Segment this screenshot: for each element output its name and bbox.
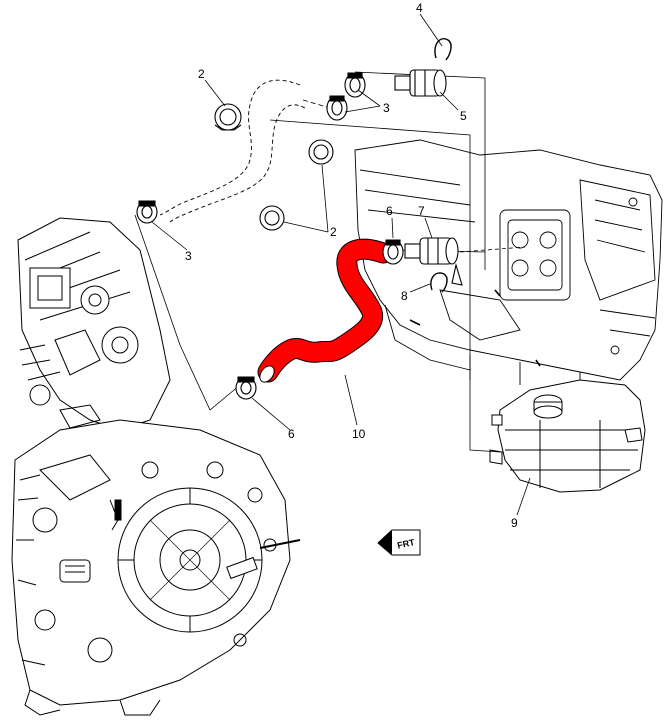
callout-leaders xyxy=(151,13,531,516)
callout-10: 10 xyxy=(352,427,366,441)
front-direction-arrow: FRT xyxy=(377,529,421,556)
heater-outlet-hose-highlighted xyxy=(257,238,394,383)
callout-5: 5 xyxy=(460,109,467,123)
callout-3-upper: 3 xyxy=(383,101,390,115)
reference-lines xyxy=(134,71,526,453)
frt-label: FRT xyxy=(396,537,416,551)
clamp-6-upper xyxy=(382,239,404,265)
callout-6-upper: 6 xyxy=(386,204,393,218)
callout-3-lower: 3 xyxy=(185,249,192,263)
connector-7 xyxy=(404,237,459,265)
callout-8: 8 xyxy=(401,289,408,303)
clamp-6-lower xyxy=(235,376,257,400)
clamp-3-upper-2 xyxy=(326,95,348,121)
upper-hose-phantom xyxy=(159,79,306,223)
retainer-8 xyxy=(430,272,448,293)
coolant-surge-tank xyxy=(489,379,646,493)
callout-6-lower: 6 xyxy=(288,427,295,441)
callout-2-lower: 2 xyxy=(330,225,337,239)
clamp-2-middle xyxy=(308,139,334,165)
clamp-2-lower xyxy=(259,205,285,231)
connectors xyxy=(394,38,463,293)
callout-2-upper: 2 xyxy=(198,67,205,81)
clamp-3-left xyxy=(136,200,158,224)
callout-4: 4 xyxy=(416,1,423,15)
callout-numbers: 2 2 3 3 4 5 6 6 7 8 9 10 xyxy=(185,1,518,530)
retainer-4 xyxy=(434,38,452,61)
clamp-2-left xyxy=(214,103,242,131)
connector-5 xyxy=(394,69,447,97)
clamp-3-upper-1 xyxy=(344,72,366,98)
engine-transaxle-assembly xyxy=(11,217,301,716)
callout-7: 7 xyxy=(418,204,425,218)
callout-9: 9 xyxy=(511,516,518,530)
body-structure xyxy=(354,139,663,395)
clamps xyxy=(136,72,404,400)
